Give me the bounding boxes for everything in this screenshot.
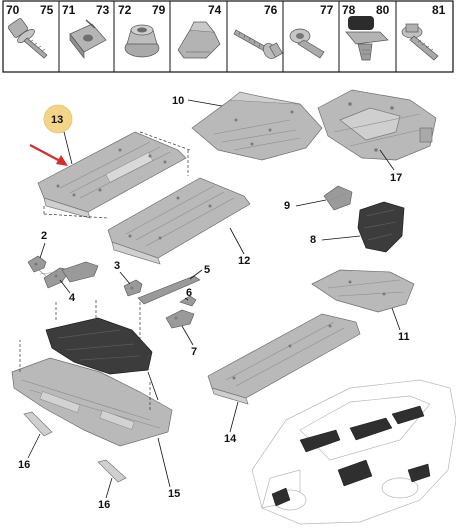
callout-14: 14 xyxy=(224,401,239,445)
callout-12: 12 xyxy=(229,227,250,267)
callout-number: 2 xyxy=(41,230,47,242)
header-right-number: 76 xyxy=(264,3,278,17)
callout-number: 15 xyxy=(168,488,180,500)
header-cell-8: 81 xyxy=(401,3,446,61)
callout-number: 3 xyxy=(114,260,120,272)
callout-number: 16 xyxy=(98,499,110,511)
part-11-side-shield xyxy=(311,269,415,313)
vehicle-location-view xyxy=(251,379,456,525)
push-clip-icon xyxy=(345,16,389,61)
callout-number: 13 xyxy=(51,114,63,126)
callout-6: 6 xyxy=(184,287,192,301)
callout-9: 9 xyxy=(284,199,327,212)
callout-7: 7 xyxy=(181,325,197,358)
callout-number: 4 xyxy=(69,292,76,304)
callout-10: 10 xyxy=(172,95,223,107)
header-left-number: 70 xyxy=(6,3,20,17)
part-10-engine-shield xyxy=(191,91,323,161)
part-9-bracket xyxy=(323,185,353,211)
part-1-engine-cover xyxy=(45,317,153,375)
header-left-number: 72 xyxy=(118,3,132,17)
header-right-number: 79 xyxy=(152,3,166,17)
guide-line xyxy=(55,298,141,340)
header-cell-7: 78 80 xyxy=(342,3,390,61)
callout-number: 16 xyxy=(18,459,30,471)
callout-number: 8 xyxy=(310,234,316,246)
part-3-5-6-7-brackets xyxy=(123,275,201,329)
callout-2: 2 xyxy=(39,230,47,259)
guide-line xyxy=(43,131,191,219)
header-right-number: 75 xyxy=(40,3,54,17)
part-8-dark-cover xyxy=(357,201,405,253)
header-right-number: 77 xyxy=(320,3,334,17)
header-cell-5: 76 xyxy=(233,3,283,59)
part-2-4-brackets xyxy=(27,255,99,289)
callout-number: 17 xyxy=(390,172,402,184)
part-17-rear-housing xyxy=(317,89,437,161)
guide-line xyxy=(19,340,151,410)
header-cell-4: 74 xyxy=(177,3,222,59)
callout-number: 12 xyxy=(238,255,250,267)
flange-nut-icon xyxy=(124,24,160,58)
highlight-badge xyxy=(43,104,73,134)
header-right-number: 81 xyxy=(432,3,446,17)
header-left-number: 78 xyxy=(342,3,356,17)
part-16-strip-left xyxy=(23,411,53,437)
callout-16-left: 16 xyxy=(18,433,41,471)
header-cell-6: 77 xyxy=(289,3,334,59)
callout-16-right: 16 xyxy=(98,477,113,511)
threaded-bolt-icon xyxy=(233,29,283,59)
rivet-nut-icon xyxy=(289,28,325,59)
part-15-front-deflector xyxy=(11,357,173,447)
callout-number: 5 xyxy=(204,264,210,276)
callout-3: 3 xyxy=(114,260,131,285)
header-right-number: 73 xyxy=(96,3,110,17)
callout-17: 17 xyxy=(379,149,402,184)
screw-icon xyxy=(7,18,48,59)
spring-clip-icon xyxy=(177,21,221,59)
part-16-strip-right xyxy=(97,459,127,483)
part-12-floor-panel xyxy=(107,177,251,265)
callout-5: 5 xyxy=(189,264,210,280)
callout-number: 14 xyxy=(224,433,237,445)
callout-number: 9 xyxy=(284,200,290,212)
header-cell-3: 72 79 xyxy=(118,3,166,58)
part-14-floor-undertray xyxy=(207,313,361,405)
callout-number: 6 xyxy=(186,287,192,299)
callout-number: 7 xyxy=(191,346,197,358)
header-cell-2: 71 73 xyxy=(62,3,110,60)
callout-4: 4 xyxy=(59,279,76,304)
red-pointer-arrow xyxy=(29,144,68,166)
callout-8: 8 xyxy=(310,234,361,246)
header-strip: 70 75 71 73 72 79 xyxy=(2,0,454,73)
callout-number: 10 xyxy=(172,95,184,107)
header-right-number: 74 xyxy=(208,3,222,17)
header-left-number: 71 xyxy=(62,3,76,17)
callout-number: 11 xyxy=(398,331,410,343)
callout-11: 11 xyxy=(391,307,410,343)
clip-plate-icon xyxy=(69,19,107,60)
header-cell-1: 70 75 xyxy=(6,3,54,59)
callout-13-highlighted: 13 xyxy=(43,104,73,165)
header-right-number: 80 xyxy=(376,3,390,17)
part-13-front-undertray xyxy=(37,131,187,219)
flange-screw-icon xyxy=(401,23,439,61)
callout-15: 15 xyxy=(157,437,180,500)
